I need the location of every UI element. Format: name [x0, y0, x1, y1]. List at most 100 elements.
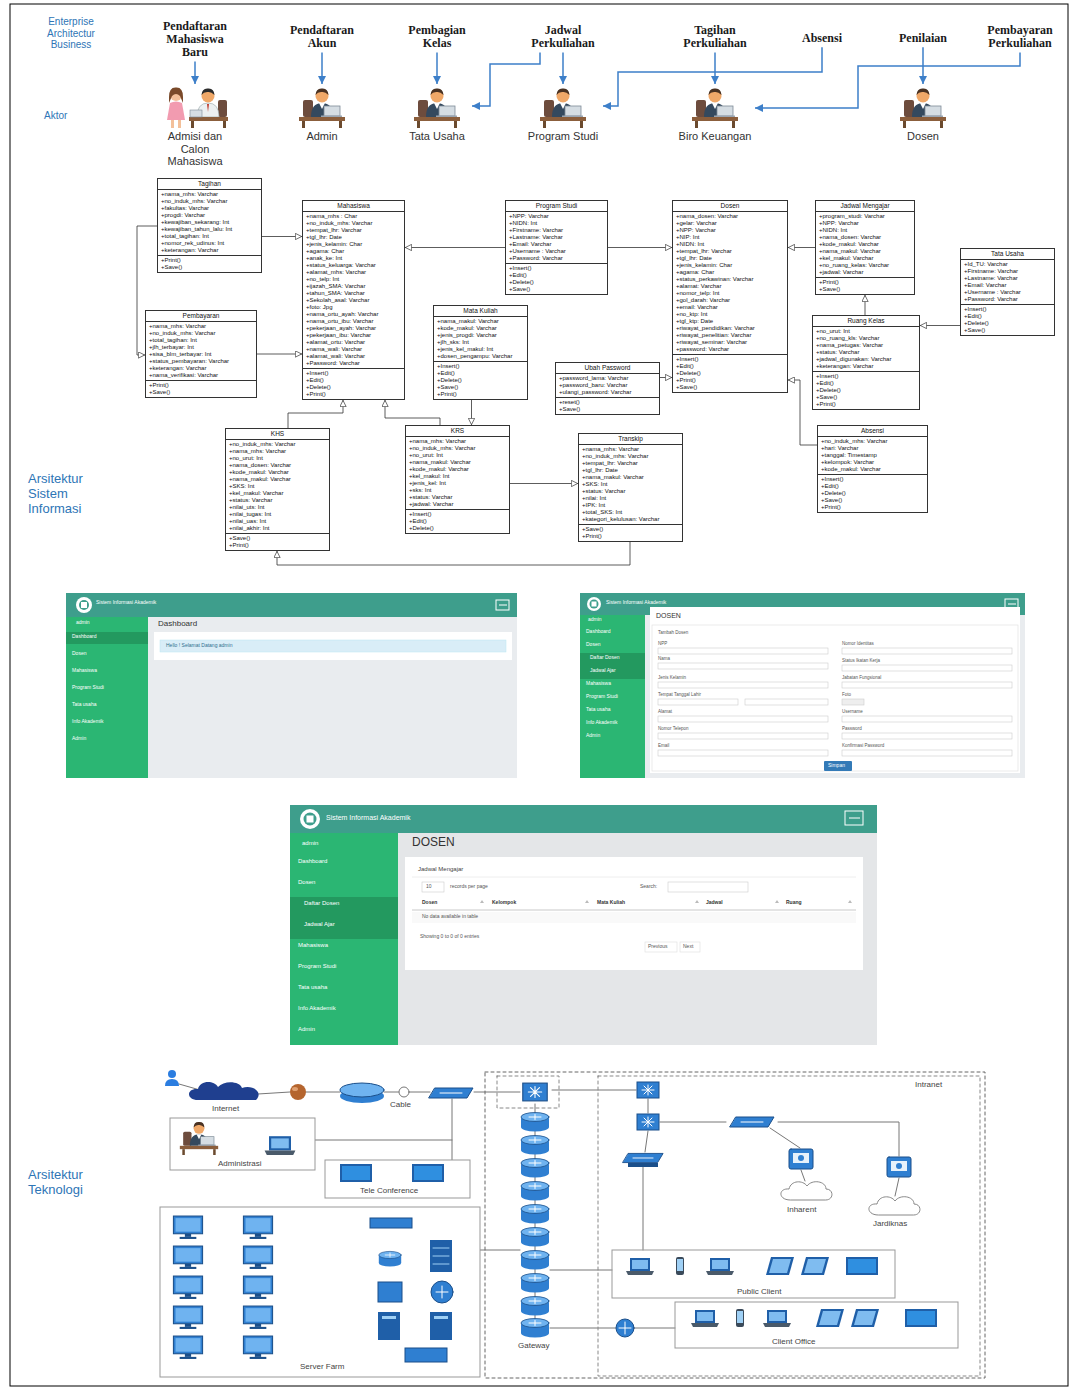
- menu-item: Jadwal Ajar: [304, 921, 335, 928]
- actor-icons: [900, 88, 946, 128]
- class-attribute: +jenis_kel_makul: Int: [437, 346, 524, 353]
- class-attribute: +nomor_telp: Int: [676, 290, 784, 297]
- class-compartment: Pembayaran: [146, 311, 256, 321]
- network-link: [315, 1140, 452, 1141]
- class-attribute: +NIDN: Int: [819, 227, 911, 234]
- class-method: +Insert(): [964, 306, 1051, 313]
- class-attribute: +kelompok: Varchar: [821, 459, 924, 466]
- laptop: [265, 1136, 296, 1155]
- class-name: Program Studi: [509, 202, 604, 210]
- class-method: +Save(): [816, 394, 916, 401]
- class-attribute: +agama: Char: [676, 269, 784, 276]
- class-compartment: KHS: [226, 429, 329, 439]
- dashboard-screenshot: [496, 600, 509, 610]
- function-name: Penilaian: [888, 32, 958, 45]
- gateway-router: [521, 1251, 549, 1270]
- class-method: +Insert(): [437, 363, 524, 370]
- class-attribute: +Sekolah_asal: Varchar: [306, 297, 401, 304]
- dosen-form-screenshot: [658, 750, 828, 756]
- class-attribute: +Password: Varchar: [306, 360, 401, 367]
- gateway-router: [521, 1159, 549, 1178]
- class-attribute: +nama_ortu_ayah: Varchar: [306, 311, 401, 318]
- flow-arrow: [472, 52, 540, 106]
- dashboard-screenshot: [66, 593, 517, 778]
- class-box: Pembayaran+nama_mhs: Varchar+no_induk_mh…: [145, 310, 257, 398]
- client-devices: [763, 1310, 791, 1327]
- class-attribute: +status: Varchar: [582, 488, 679, 495]
- flow-arrow: [755, 52, 1020, 108]
- dashboard-screenshot: [76, 597, 92, 613]
- dosen-form-screenshot: [590, 600, 599, 609]
- router: [616, 1319, 634, 1337]
- dosen-form-screenshot: [658, 733, 828, 739]
- class-attribute: +nama_mhs: Varchar: [149, 323, 253, 330]
- business-function: Pendaftaran Mahasiswa Baru: [155, 18, 235, 62]
- class-compartment: KRS: [406, 426, 509, 436]
- class-attribute: +no_induk_mhs: Varchar: [821, 438, 924, 445]
- actor-name: Admin: [282, 130, 362, 143]
- class-attribute: +jenis_kel: Int: [409, 480, 506, 487]
- class-attribute: +nama_mhs : Char: [306, 213, 401, 220]
- class-name: KHS: [229, 430, 326, 438]
- class-method: +Edit(): [409, 518, 506, 525]
- function-name: Pendaftaran Mahasiswa Baru: [155, 20, 235, 60]
- class-box: Mata Kuliah+nama_makul: Varchar+kode_mak…: [433, 305, 528, 400]
- network-link: [801, 1170, 805, 1181]
- server-hardware: [378, 1282, 402, 1302]
- class-attribute: +ijazah_SMA: Varchar: [306, 283, 401, 290]
- class-compartment: +Id_TU: Varchar+Firstname: Varchar+Lastn…: [961, 259, 1054, 304]
- class-attribute: +kel_makul: Varchar: [229, 490, 326, 497]
- workstation: [243, 1276, 272, 1299]
- class-attribute: +nama_dosen: Varchar: [819, 234, 911, 241]
- class-attribute: +nomor_rek_udinus: Int: [161, 240, 258, 247]
- field-label: Nama: [658, 656, 670, 661]
- internet-user: [165, 1070, 179, 1086]
- business-function: Pendaftaran Akun: [277, 22, 367, 52]
- switch: [429, 1088, 473, 1098]
- class-compartment: +nama_mhs: Varchar+no_induk_mhs: Varchar…: [579, 444, 682, 524]
- class-method: +Print(): [821, 504, 924, 511]
- network-link: [645, 1131, 648, 1152]
- class-attribute: +kel_makul: Varchar: [819, 255, 911, 262]
- class-attribute: +no_induk_mhs: Varchar: [409, 445, 506, 452]
- class-compartment: +nama_makul: Varchar+kode_makul: Varchar…: [434, 316, 527, 361]
- class-attribute: +kewajiban_tahun_lalu: Int: [161, 226, 258, 233]
- client-devices: [905, 1309, 937, 1327]
- function-name: Tagihan Perkuliahan: [670, 24, 760, 50]
- class-attribute: +total_tagihan: Int: [149, 337, 253, 344]
- class-method: +Delete(): [816, 387, 916, 394]
- access-switch: [628, 1163, 658, 1167]
- class-attribute: +tempat_lhr: Varchar: [306, 227, 401, 234]
- menu-item: Dosen: [298, 879, 315, 886]
- class-attribute: +nama_mhs: Varchar: [161, 191, 258, 198]
- class-compartment: +nama_mhs: Varchar+no_induk_mhs: Varchar…: [158, 189, 261, 255]
- class-compartment: Mata Kuliah: [434, 306, 527, 316]
- app-title: Sistem Informasi Akademik: [326, 814, 410, 822]
- class-name: Tata Usaha: [964, 250, 1051, 258]
- modem: [290, 1084, 306, 1100]
- network-zone: [497, 1076, 559, 1108]
- class-method: +Edit(): [821, 483, 924, 490]
- class-attribute: +no_induk_mhs: Varchar: [306, 220, 401, 227]
- flow-arrow: [436, 52, 438, 84]
- class-attribute: +no_induk_mhs: Varchar: [161, 198, 258, 205]
- jadwal-ajar-screenshot: [290, 805, 877, 833]
- class-compartment: +program_studi: Varchar+NPP: Varchar+NID…: [816, 211, 914, 277]
- section-label: Enterprise Architectur Business: [32, 16, 110, 51]
- class-attribute: +kategori_kelulusan: Varchar: [582, 516, 679, 523]
- class-box: Ubah Password+password_lama: Varchar+pas…: [555, 362, 660, 415]
- class-attribute: +nilai_akhir: Int: [229, 525, 326, 532]
- dashboard-screenshot: [66, 632, 148, 644]
- class-association: [920, 325, 960, 326]
- dosen-form-screenshot: [658, 648, 1012, 756]
- class-attribute: +no_urut: Int: [229, 455, 326, 462]
- class-box: Absensi+no_induk_mhs: Varchar+hari: Varc…: [817, 425, 928, 513]
- server-hardware: [430, 1240, 452, 1272]
- dosen-form-screenshot: [842, 682, 1012, 688]
- class-method: +Print(): [819, 279, 911, 286]
- class-method: +Edit(): [306, 377, 401, 384]
- workstation: [243, 1216, 272, 1239]
- class-attribute: +keterangan: Varchar: [816, 363, 916, 370]
- actor: Dosen: [888, 84, 958, 143]
- actor: Admisi dan Calon Mahasiswa: [155, 84, 235, 168]
